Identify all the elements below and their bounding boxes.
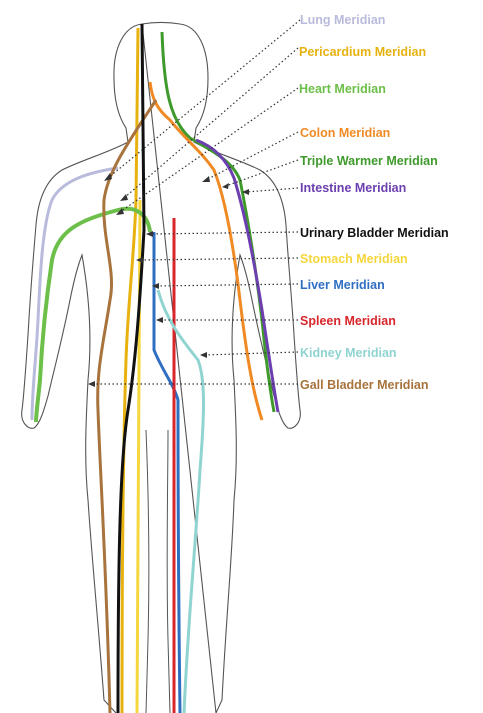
pointer-pericardium xyxy=(124,48,298,198)
pointer-kidney xyxy=(204,352,298,355)
label-spleen: Spleen Meridian xyxy=(300,314,396,328)
arrowhead-gall-bladder xyxy=(88,381,95,387)
pointer-lines xyxy=(92,20,300,384)
gall-bladder-meridian-line xyxy=(98,100,156,713)
label-liver: Liver Meridian xyxy=(300,278,385,292)
pointer-intestine xyxy=(246,188,298,192)
arrowhead-triple-warmer xyxy=(222,183,229,189)
pointer-urinary-bladder xyxy=(150,232,298,234)
label-kidney: Kidney Meridian xyxy=(300,346,397,360)
pointer-heart xyxy=(120,88,298,212)
arrowhead-colon xyxy=(202,176,210,182)
label-colon: Colon Meridian xyxy=(300,126,390,140)
arrowhead-kidney xyxy=(200,352,207,358)
label-lung: Lung Meridian xyxy=(300,13,385,27)
pointer-liver xyxy=(156,284,298,286)
label-pericardium: Pericardium Meridian xyxy=(299,45,426,59)
label-stomach: Stomach Meridian xyxy=(300,252,408,266)
inner-leg-outline xyxy=(146,430,170,713)
label-triple-warmer: Triple Warmer Meridian xyxy=(300,154,438,168)
label-gall-bladder: Gall Bladder Meridian xyxy=(300,378,429,392)
label-intestine: Intestine Meridian xyxy=(300,181,406,195)
arrowhead-pericardium xyxy=(120,194,128,201)
stomach-meridian-line xyxy=(137,200,140,713)
arrowhead-spleen xyxy=(156,317,163,323)
label-heart: Heart Meridian xyxy=(299,82,386,96)
label-urinary-bladder: Urinary Bladder Meridian xyxy=(300,226,449,240)
liver-meridian-line xyxy=(154,232,180,713)
pointer-stomach xyxy=(140,258,298,260)
